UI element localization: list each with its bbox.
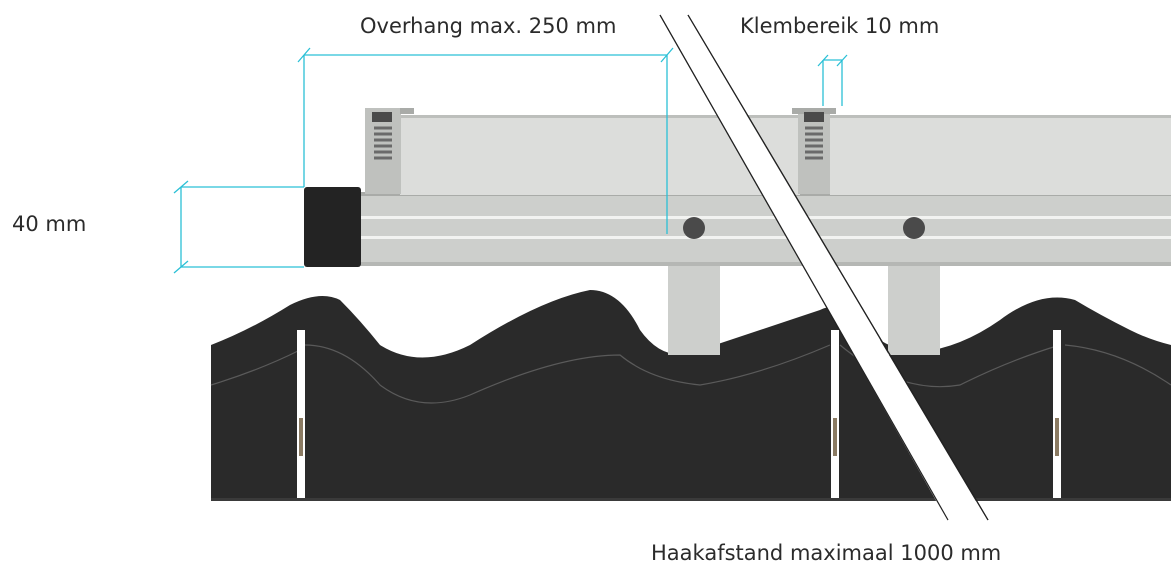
tile-seams xyxy=(297,330,1061,500)
clamp-range-label: Klembereik 10 mm xyxy=(740,14,940,38)
dimension-lines xyxy=(173,47,848,274)
rail-bolt xyxy=(683,217,705,239)
middle-clamp xyxy=(792,108,836,194)
rail-end-cap xyxy=(304,187,361,267)
roof-hook xyxy=(668,255,720,355)
hook-distance-label: Haakafstand maximaal 1000 mm xyxy=(651,541,1002,565)
break-gap xyxy=(661,15,987,520)
roof-hooks xyxy=(668,255,940,355)
solar-panel xyxy=(830,115,1171,195)
overhang-label: Overhang max. 250 mm xyxy=(360,14,617,38)
roof-tile-inner-line xyxy=(210,344,1171,404)
ground-line xyxy=(211,498,1171,501)
height-label: 40 mm xyxy=(12,212,87,236)
end-clamp xyxy=(365,108,414,194)
rail-bolt xyxy=(903,217,925,239)
roof-hook xyxy=(888,255,940,355)
mounting-rail xyxy=(355,192,1171,266)
